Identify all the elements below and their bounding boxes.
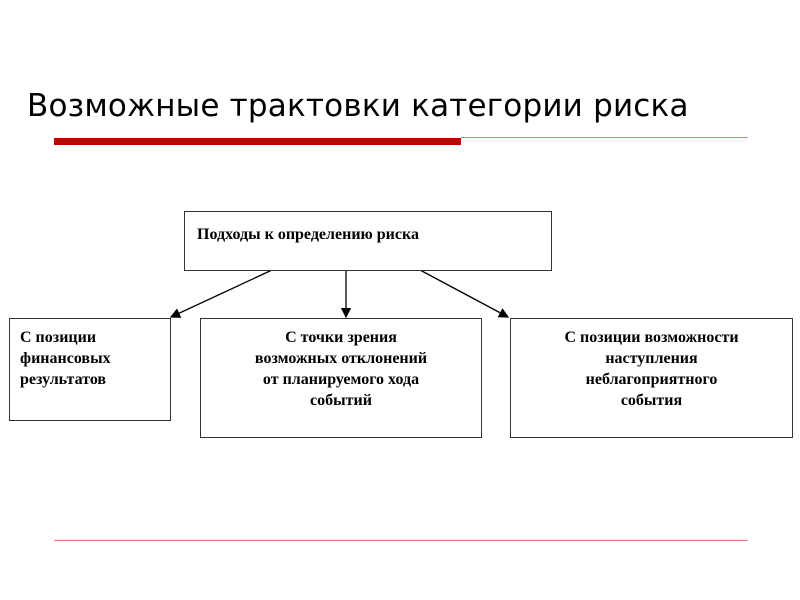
node-deviations: С точки зрения возможных отклонений от п… <box>200 318 482 438</box>
node-line: наступления <box>605 350 698 367</box>
node-financial-results: С позиции финансовых результатов <box>9 318 171 421</box>
arrow-to-left <box>169 269 273 318</box>
node-line: С точки зрения <box>285 329 397 346</box>
slide-title: Возможные трактовки категории риска <box>27 88 689 124</box>
node-line: С позиции <box>20 329 97 346</box>
node-line: событий <box>310 392 372 409</box>
node-line: результатов <box>20 371 107 388</box>
title-accent-bar <box>54 138 461 145</box>
node-line: возможных отклонений <box>254 350 428 367</box>
root-node: Подходы к определению риска <box>184 211 552 271</box>
title-rule <box>461 137 748 138</box>
root-node-label: Подходы к определению риска <box>197 226 419 243</box>
node-line: С позиции возможности <box>564 329 739 346</box>
node-line: от планируемого хода <box>262 371 420 388</box>
footer-rule <box>54 540 748 541</box>
node-line: финансовых <box>20 350 111 367</box>
arrow-to-right <box>419 269 510 318</box>
node-line: неблагоприятного <box>585 371 718 388</box>
node-line: события <box>620 392 683 409</box>
node-adverse-event: С позиции возможности наступления неблаг… <box>510 318 793 438</box>
